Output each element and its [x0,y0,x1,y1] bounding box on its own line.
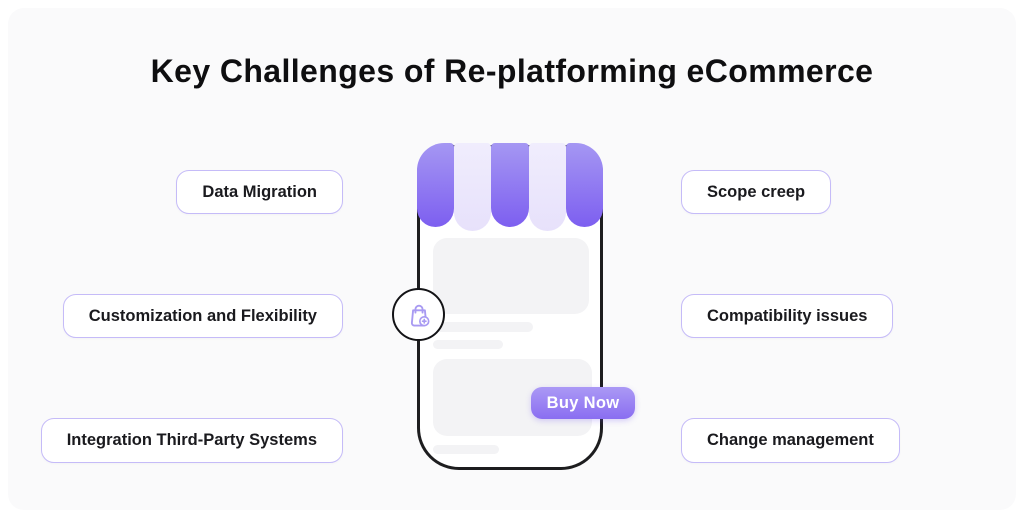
challenge-box-change-management: Change management [681,418,900,463]
challenge-box-customization-flexibility: Customization and Flexibility [62,294,343,338]
text-placeholder-line [433,340,503,349]
shopping-bag-plus-icon [410,304,430,327]
storefront-awning [417,143,604,231]
awning-stripe [565,143,604,227]
awning-stripe [491,143,529,227]
content-placeholder-block [433,238,589,314]
awning-stripe [454,143,492,231]
text-placeholder-line [433,445,499,454]
awning-stripe [528,143,566,231]
challenge-box-data-migration: Data Migration [176,170,343,214]
text-placeholder-line [433,322,533,332]
buy-now-button[interactable]: Buy Now [531,387,635,419]
page-title: Key Challenges of Re-platforming eCommer… [150,53,874,89]
challenge-box-compatibility-issues: Compatibility issues [681,294,894,338]
add-to-bag-badge [392,288,445,341]
awning-stripe [417,143,455,227]
challenge-box-integration-third-party: Integration Third-Party Systems [40,418,343,463]
challenge-box-scope-creep: Scope creep [681,170,832,214]
